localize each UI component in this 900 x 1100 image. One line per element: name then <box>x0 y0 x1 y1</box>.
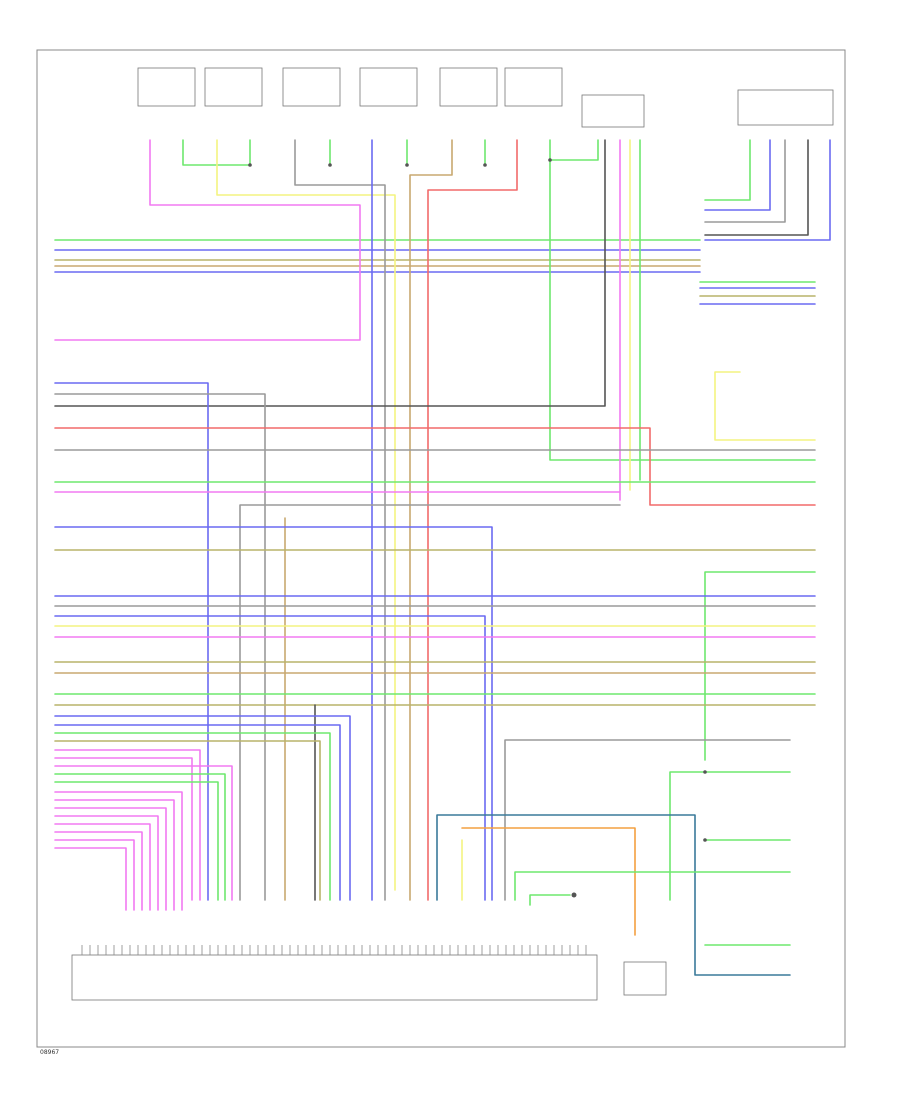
transmission-connector-box <box>623 961 667 996</box>
wire-blue-ign-right-2 <box>704 139 831 241</box>
ecm-pin-ticks <box>81 945 587 955</box>
wire-blue-fan2 <box>54 724 341 901</box>
ignition-coil-box-2 <box>204 67 263 107</box>
splice-dot-icon <box>703 838 707 842</box>
ignition-coil-box-6 <box>504 67 563 107</box>
ignition-coil-box-5 <box>439 67 498 107</box>
diagram-frame <box>36 49 846 1048</box>
wire-green-fan2 <box>54 773 226 901</box>
wire-green-fan1 <box>54 732 331 901</box>
wire-green-rl4 <box>514 871 791 901</box>
coil-pack-module-box <box>737 89 834 126</box>
wire-pink-fan2 <box>54 757 193 901</box>
ignition-coil-box-4 <box>359 67 418 107</box>
wire-blue-fan1 <box>54 715 351 901</box>
wires <box>54 139 831 976</box>
wire-green-rl6 <box>529 894 571 906</box>
wire-green-coil1 <box>182 139 251 166</box>
wire-green-rl2 <box>669 771 791 901</box>
ground-point-icon <box>571 892 577 898</box>
wire-gray-coil3 <box>294 139 386 901</box>
ignition-coil-box-1 <box>137 67 196 107</box>
wire-red-coil6 <box>427 139 518 901</box>
wire-green-fan3 <box>54 781 219 901</box>
connector-symbols <box>248 158 707 898</box>
wire-pink-f4 <box>54 815 159 911</box>
ignition-module-box <box>581 94 645 128</box>
wire-orange-rl <box>461 827 636 936</box>
splice-dot-icon <box>248 163 252 167</box>
splice-dot-icon <box>405 163 409 167</box>
wire-gray-h1 <box>54 393 266 901</box>
wire-green-module-out <box>549 139 599 161</box>
splice-dot-icon <box>328 163 332 167</box>
wire-pink-f6 <box>54 831 143 911</box>
wire-pink-f1 <box>54 791 183 911</box>
wire-dark-module <box>54 139 606 407</box>
wire-pink-f3 <box>54 807 167 911</box>
wire-pink-coil1 <box>54 139 361 341</box>
wire-pink-fan3 <box>54 765 233 901</box>
splice-dot-icon <box>703 770 707 774</box>
wire-pink-f5 <box>54 823 151 911</box>
wire-gray-ign-right <box>704 139 786 223</box>
engine-control-module-box <box>71 954 598 1001</box>
wire-dark-ign-right <box>704 139 809 236</box>
wire-green-coil6 <box>549 139 816 461</box>
wire-green-ign-right <box>704 139 751 201</box>
wire-green-h2 <box>704 571 816 761</box>
wire-gray-h3 <box>239 504 621 901</box>
wire-pink-f8 <box>54 847 127 911</box>
wire-yellow-coil2 <box>216 139 396 891</box>
ignition-coils <box>137 67 563 107</box>
wire-pink-f7 <box>54 839 135 911</box>
diagram-ref-code: 08967 <box>40 1049 59 1056</box>
wire-blue-h4 <box>54 615 486 901</box>
ignition-coil-box-3 <box>282 67 341 107</box>
wire-pink-f2 <box>54 799 175 911</box>
wire-tan-coil5 <box>409 139 453 901</box>
wire-blue-h1 <box>54 382 209 901</box>
wire-pink-fan1 <box>54 749 201 901</box>
splice-dot-icon <box>548 158 552 162</box>
wire-red-h <box>54 427 816 506</box>
wire-blue-ign-right <box>704 139 771 211</box>
wire-blue-h2 <box>54 526 493 901</box>
splice-dot-icon <box>483 163 487 167</box>
wire-yellow-trans <box>714 371 816 441</box>
wire-gray-rl1 <box>504 739 791 901</box>
wire-teal-rl <box>436 814 791 976</box>
wire-olive-fan <box>54 740 321 901</box>
